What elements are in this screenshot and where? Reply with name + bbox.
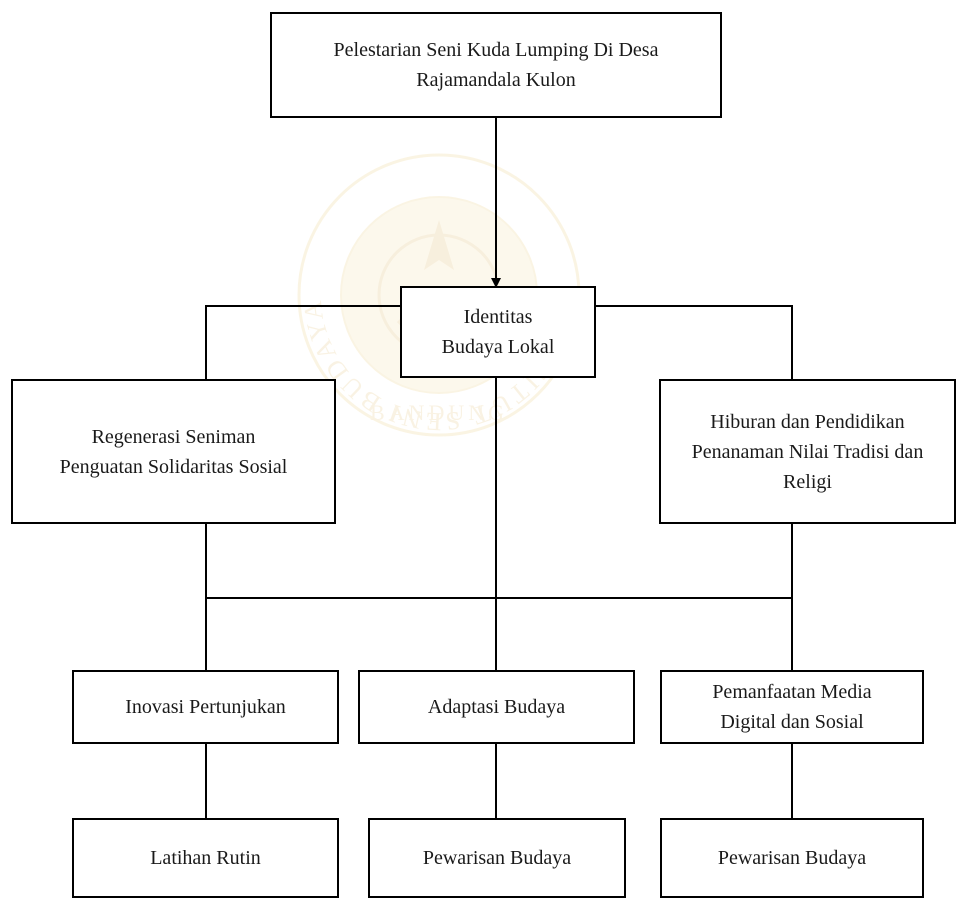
heritage-node-2-label: Pewarisan Budaya bbox=[717, 847, 867, 869]
innovation-node: Inovasi Pertunjukan bbox=[72, 670, 339, 744]
innovation-node-label: Inovasi Pertunjukan bbox=[125, 696, 286, 718]
root-node: Pelestarian Seni Kuda Lumping Di Desa Ra… bbox=[270, 12, 722, 118]
connector-center-to-right bbox=[596, 305, 793, 379]
right-node-line-1: Hiburan dan Pendidikan bbox=[710, 410, 905, 433]
right-node-line-2: Penanaman Nilai Tradisi dan bbox=[691, 440, 924, 463]
digital-media-node-line-2: Digital dan Sosial bbox=[720, 711, 864, 733]
heritage-node-2: Pewarisan Budaya bbox=[660, 818, 924, 898]
watermark-bottom-text: BANDUNG bbox=[370, 400, 508, 425]
heritage-node-1: Pewarisan Budaya bbox=[368, 818, 626, 898]
adaptation-node: Adaptasi Budaya bbox=[358, 670, 635, 744]
heritage-node-1-label: Pewarisan Budaya bbox=[422, 847, 572, 869]
center-node: Identitas Budaya Lokal bbox=[400, 286, 596, 378]
adaptation-node-label: Adaptasi Budaya bbox=[427, 696, 566, 718]
right-node: Hiburan dan Pendidikan Penanaman Nilai T… bbox=[659, 379, 956, 524]
digital-media-node-line-1: Pemanfaatan Media bbox=[712, 681, 872, 703]
root-node-line-1: Pelestarian Seni Kuda Lumping Di Desa bbox=[333, 39, 659, 61]
left-node: Regenerasi Seniman Penguatan Solidaritas… bbox=[11, 379, 336, 524]
digital-media-node: Pemanfaatan Media Digital dan Sosial bbox=[660, 670, 924, 744]
center-node-line-1: Identitas bbox=[463, 306, 533, 328]
right-node-line-3: Religi bbox=[783, 470, 832, 493]
routine-practice-node: Latihan Rutin bbox=[72, 818, 339, 898]
root-node-line-2: Rajamandala Kulon bbox=[416, 69, 576, 91]
connector-center-to-left bbox=[205, 305, 400, 379]
center-node-line-2: Budaya Lokal bbox=[441, 336, 555, 358]
left-node-line-2: Penguatan Solidaritas Sosial bbox=[59, 455, 288, 478]
routine-practice-node-label: Latihan Rutin bbox=[150, 847, 261, 869]
left-node-line-1: Regenerasi Seniman bbox=[91, 425, 256, 448]
